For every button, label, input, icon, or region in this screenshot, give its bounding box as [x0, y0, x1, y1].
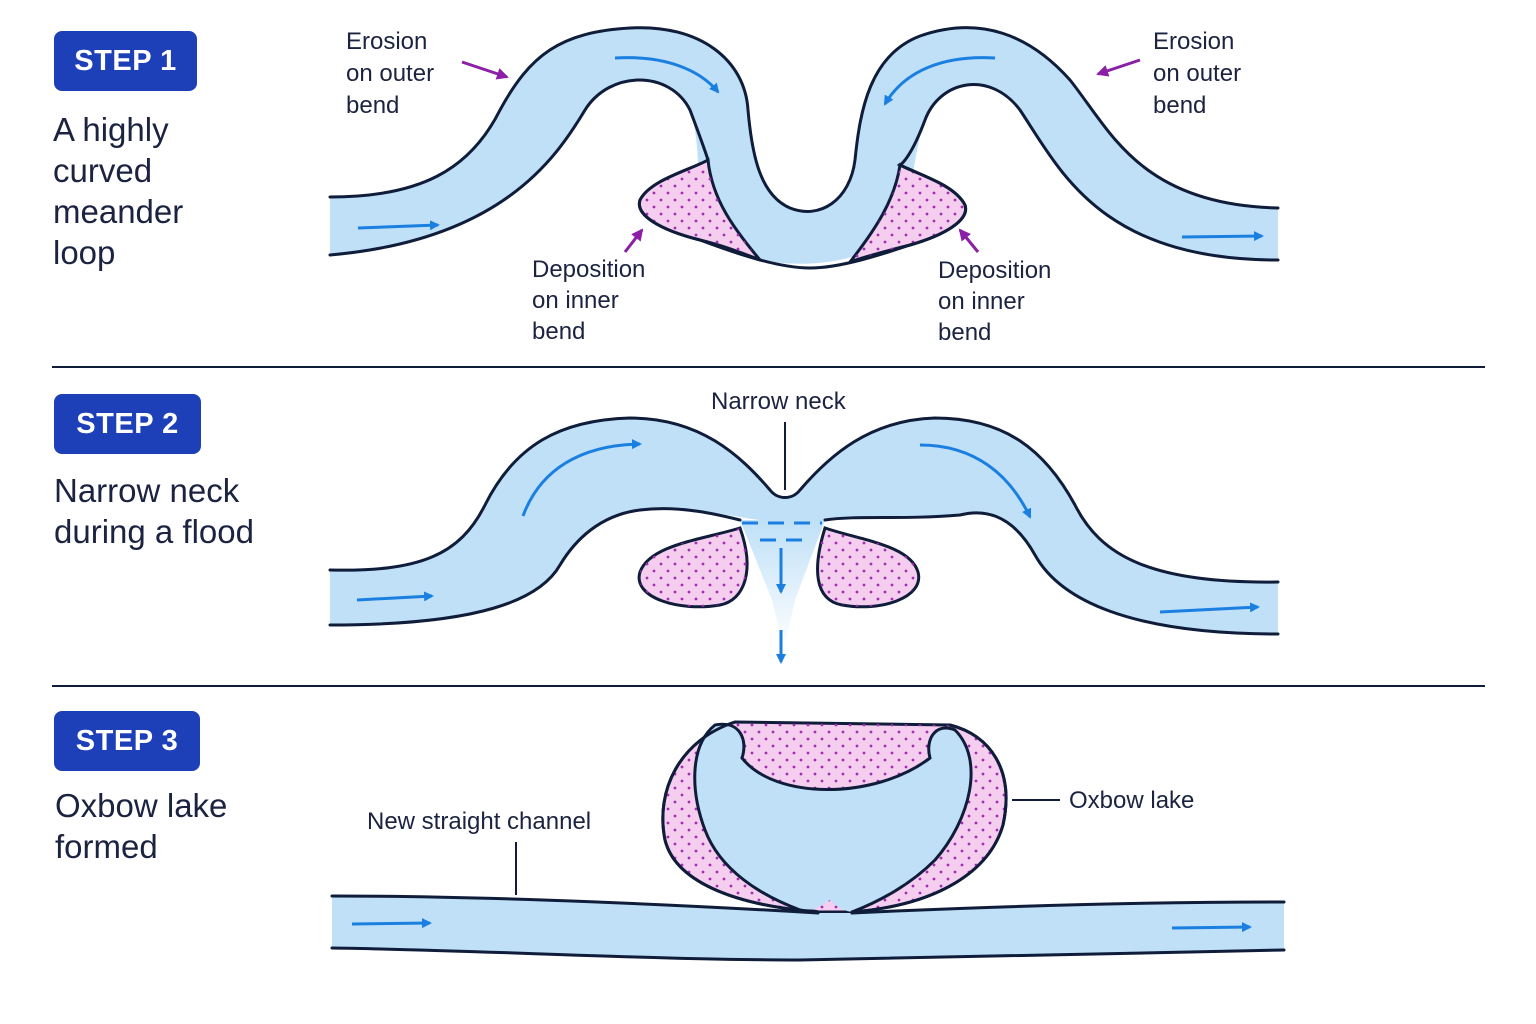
- step-1-description: A highly curved meander loop: [53, 111, 184, 271]
- erosion-pointer-right: [1096, 58, 1141, 77]
- deposition-pointer-left: [623, 228, 644, 253]
- step-2-badge: STEP 2: [54, 394, 201, 454]
- flow-arrow-1a: [357, 220, 440, 231]
- flow-arrow-1d: [1181, 231, 1264, 242]
- step-1-badge: STEP 1: [54, 31, 197, 91]
- flow-arrow-2c: [919, 443, 1032, 519]
- channel-label: New straight channel: [367, 808, 591, 835]
- erosion-label-right: Erosion on outer bend: [1153, 28, 1248, 119]
- erosion-label-left: Erosion on outer bend: [346, 28, 441, 119]
- step-3-badge: STEP 3: [54, 711, 200, 771]
- flow-arrow-1c: [883, 56, 996, 106]
- flow-arrow-3b: [1171, 922, 1252, 933]
- flow-arrow-3a: [351, 918, 432, 929]
- flow-arrow-2b: [521, 439, 642, 517]
- step-2-description: Narrow neck during a flood: [54, 472, 254, 550]
- step-2-river: [328, 416, 1280, 650]
- neck-label: Narrow neck: [711, 388, 847, 415]
- flow-arrow-2d: [1159, 602, 1260, 614]
- deposition-label-right: Deposition on inner bend: [938, 257, 1058, 346]
- deposition-pointer-right: [958, 228, 980, 253]
- deposition-label-left: Deposition on inner bend: [532, 256, 652, 345]
- step-3-channel: [330, 894, 1286, 962]
- flow-arrow-2a: [356, 591, 434, 602]
- erosion-pointer-left: [461, 60, 509, 80]
- step-3-oxbow-lake: [661, 720, 1008, 914]
- step-1-river: [328, 26, 1280, 270]
- step-3-description: Oxbow lake formed: [55, 787, 228, 865]
- lake-label: Oxbow lake: [1069, 787, 1194, 814]
- flow-arrow-1b: [614, 56, 720, 94]
